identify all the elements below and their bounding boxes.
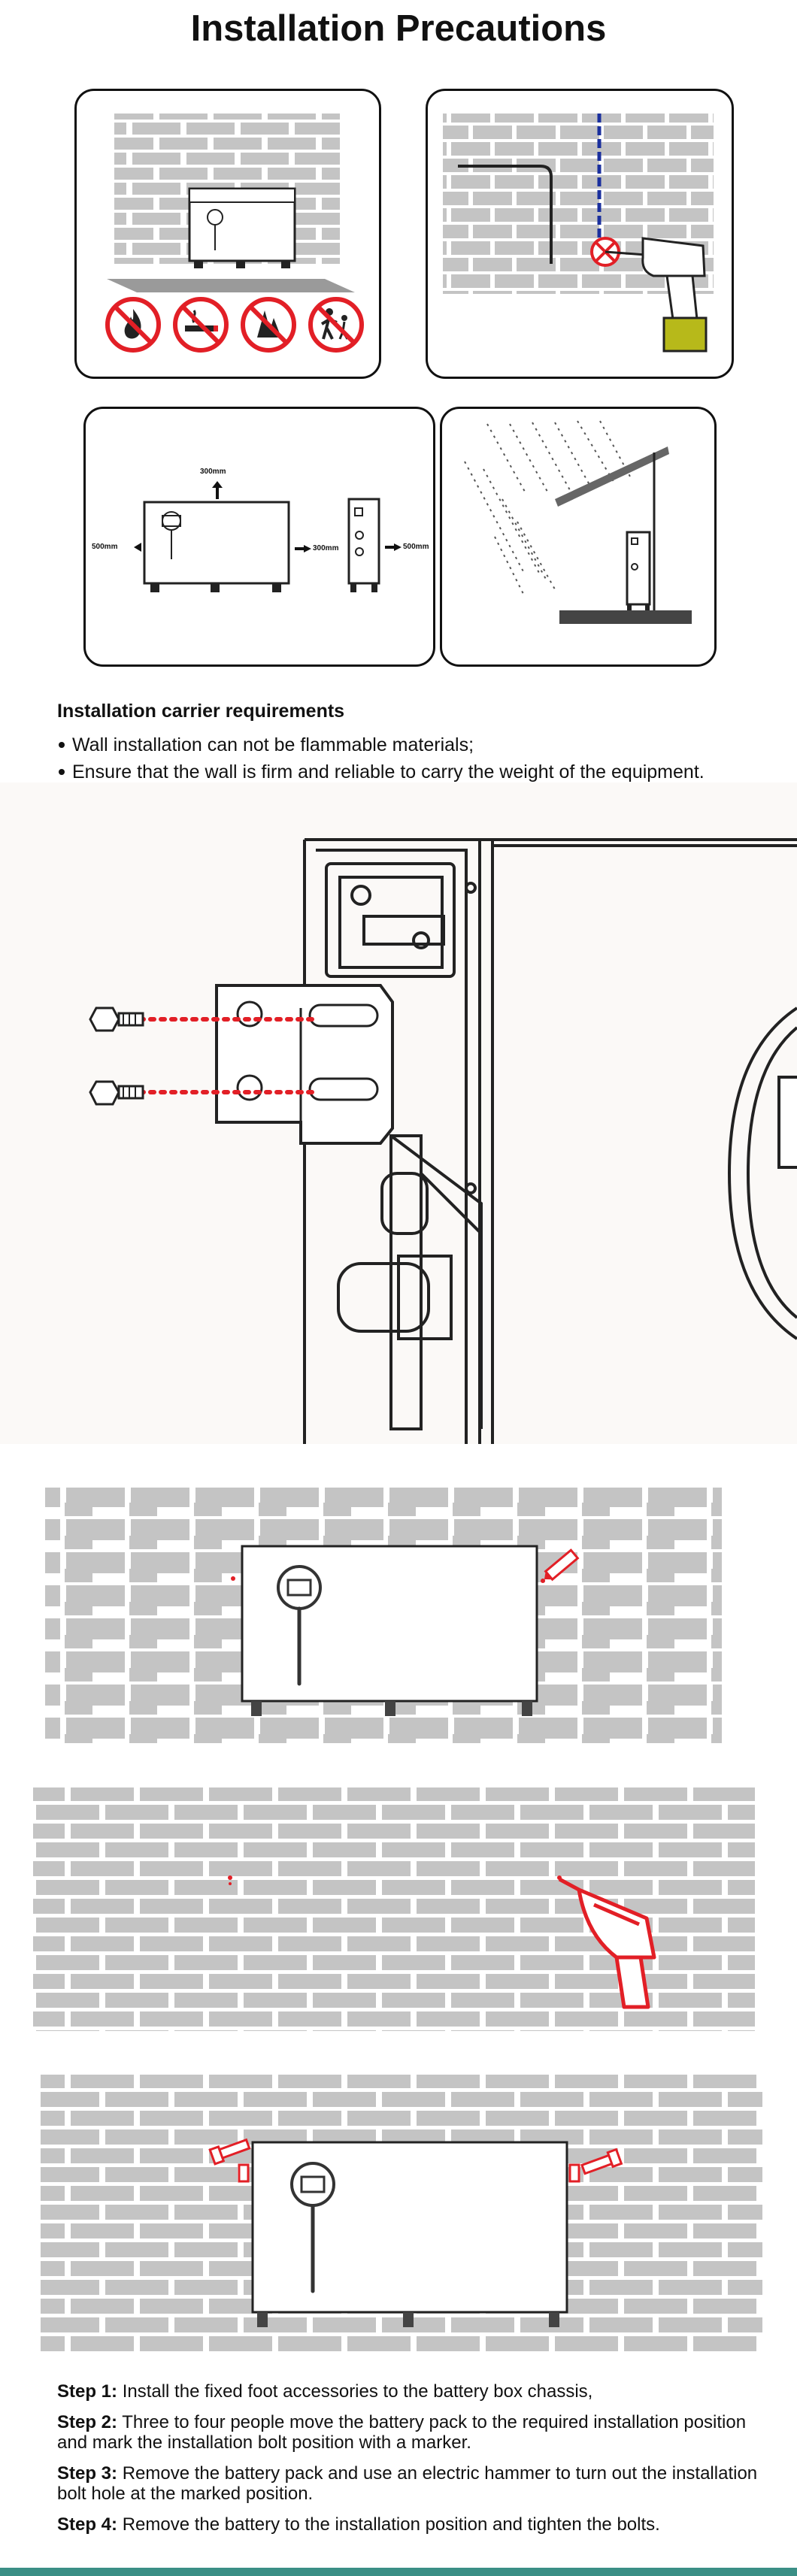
step-item: Step 3: Remove the battery pack and use … (57, 2463, 764, 2504)
list-item: Ensure that the wall is firm and reliabl… (57, 758, 764, 786)
no-smoking-icon (173, 297, 229, 353)
install-steps: Step 1: Install the fixed foot accessori… (57, 2381, 764, 2545)
clearance-right-label: 500mm (403, 543, 429, 551)
precaution-panel-wall-safety (74, 89, 381, 379)
list-item: Wall installation can not be flammable m… (57, 731, 764, 758)
brick-wall-illustration (107, 114, 355, 292)
clearance-left-label: 500mm (92, 543, 118, 551)
drill-icon (558, 1877, 656, 2009)
no-fire-icon (105, 297, 161, 353)
requirements-list: Wall installation can not be flammable m… (57, 731, 764, 786)
rain-shelter-illustration (464, 420, 692, 624)
bracket-detail-illustration (0, 782, 797, 1444)
step-label: Step 2: (57, 2412, 118, 2432)
page-title: Installation Precautions (190, 8, 607, 49)
bolt-icon (208, 2138, 251, 2166)
arrow-right-icon (385, 543, 402, 551)
step-label: Step 3: (57, 2463, 118, 2484)
arrow-right-icon (295, 545, 311, 552)
footer-bar (0, 2568, 797, 2576)
step-text: Remove the battery to the installation p… (122, 2514, 660, 2535)
step-text: Install the fixed foot accessories to th… (122, 2381, 593, 2402)
step-text: Remove the battery pack and use an elect… (57, 2463, 758, 2504)
step-item: Step 4: Remove the battery to the instal… (57, 2514, 764, 2535)
no-flammables-icon (241, 297, 296, 353)
step-text: Three to four people move the battery pa… (57, 2412, 747, 2453)
bolt-icon (580, 2148, 623, 2175)
precaution-panel-rain-shelter (440, 407, 717, 667)
step-illustration-mark (0, 1485, 797, 1748)
step-label: Step 4: (57, 2514, 118, 2535)
step-item: Step 1: Install the fixed foot accessori… (57, 2381, 764, 2402)
clearance-side-label: 300mm (313, 544, 339, 552)
arrow-up-icon (212, 481, 223, 499)
precaution-panel-hidden-wiring (426, 89, 734, 379)
wiring-drill-illustration (443, 114, 714, 353)
step-label: Step 1: (57, 2381, 118, 2402)
battery-side-view (347, 498, 380, 592)
precaution-panel-clearance: 300mm 500mm 300mm 500mm (83, 407, 435, 667)
no-children-icon (308, 297, 364, 353)
step-illustration-drill (0, 1784, 797, 2036)
arrow-left-icon (134, 543, 141, 552)
step-item: Step 2: Three to four people move the ba… (57, 2412, 764, 2453)
requirements-section: Installation carrier requirements Wall i… (57, 701, 764, 786)
clearance-top-label: 300mm (200, 468, 226, 476)
battery-front-view (143, 501, 290, 592)
marker-icon (544, 1548, 580, 1582)
step-illustration-install (0, 2072, 797, 2356)
requirements-heading: Installation carrier requirements (57, 701, 345, 722)
